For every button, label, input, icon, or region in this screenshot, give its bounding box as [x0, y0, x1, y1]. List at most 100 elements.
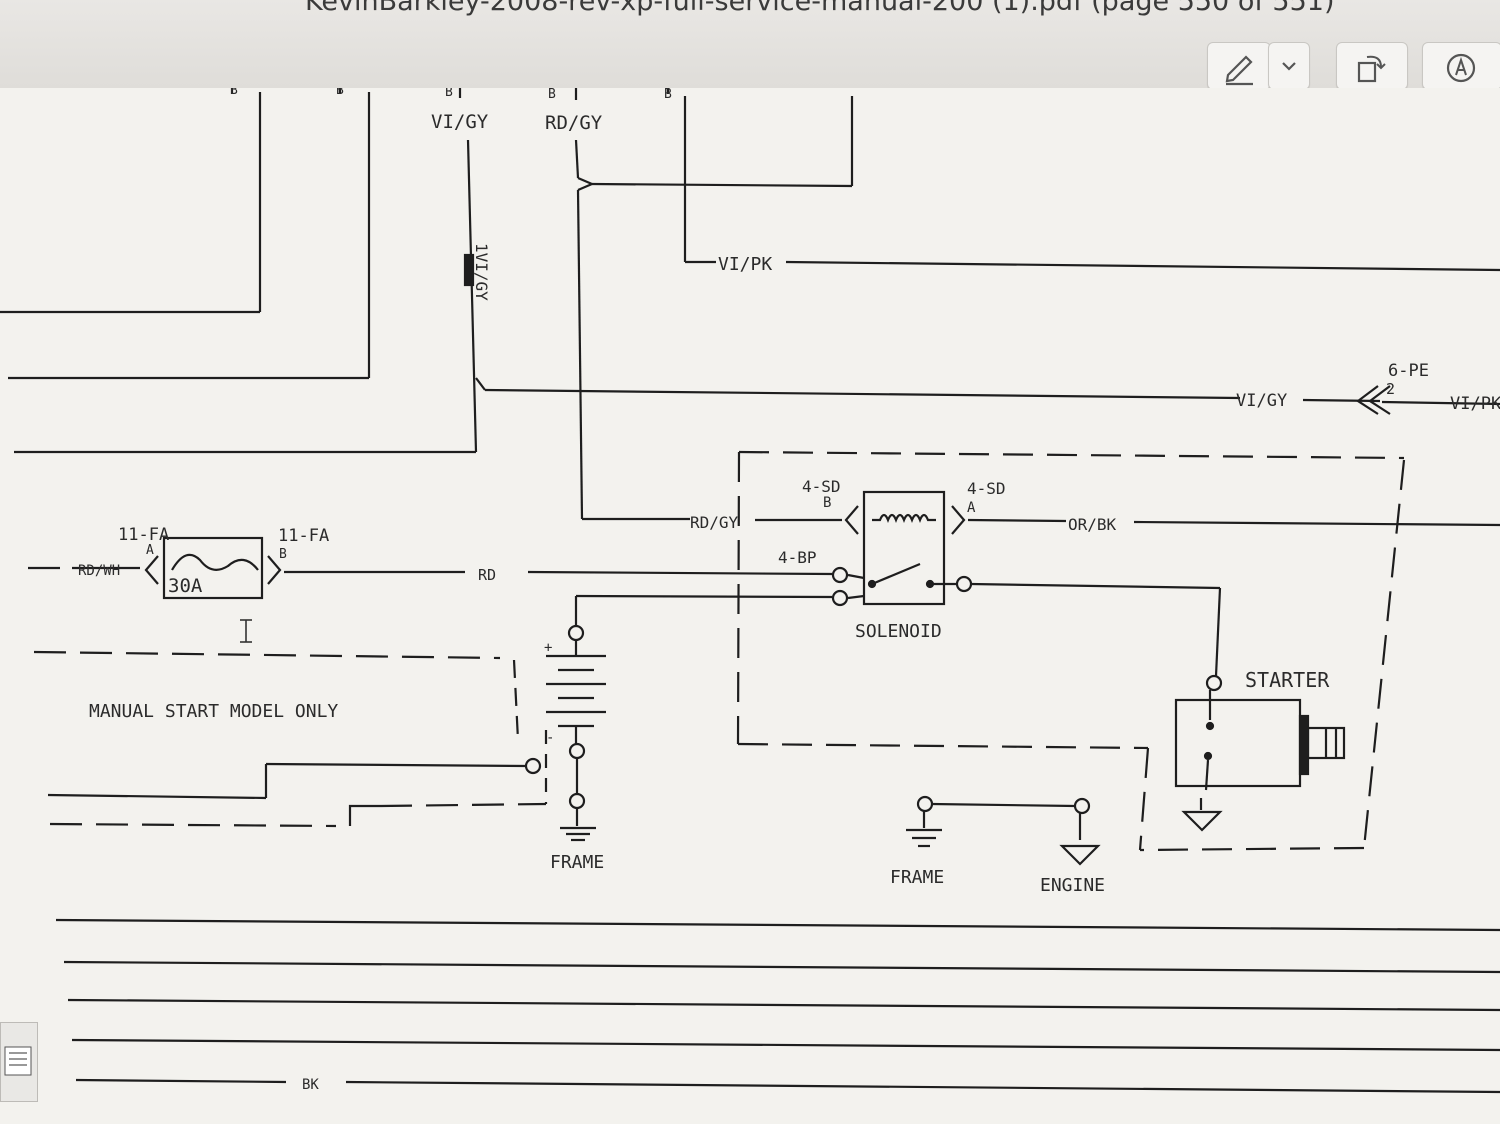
terminal — [568, 792, 586, 810]
page-rule — [67, 998, 1500, 1012]
starter-flange — [1298, 714, 1310, 776]
dashed-boundary — [1139, 846, 1365, 852]
wire-rd-gy-vertical — [574, 139, 580, 179]
connector-pin-label: B — [279, 547, 287, 562]
top-pin-label: B — [445, 88, 453, 100]
starter-body — [1174, 698, 1302, 788]
terminal — [567, 624, 585, 642]
solenoid-switch — [871, 562, 921, 586]
wire-label-or-bk: OR/BK — [1068, 515, 1117, 534]
wire-line — [265, 762, 527, 768]
wire-line — [1381, 400, 1500, 406]
thumbnail-icon — [4, 1046, 32, 1076]
terminal — [831, 566, 849, 584]
wire-label-vi-pk-right: VI/PK — [1450, 394, 1500, 414]
wire-line — [847, 594, 865, 600]
connector-label-4-sd: 4-SD — [802, 477, 841, 496]
wire-label-rd: RD — [478, 566, 496, 584]
wire-label-vi-gy-vertical: 1VI/GY — [472, 243, 491, 301]
dashed-boundary — [379, 802, 547, 808]
engine-ground-symbol — [1059, 844, 1101, 866]
connector-arrow — [1356, 385, 1379, 415]
wire-bk — [345, 1080, 1500, 1094]
wire-line — [847, 573, 865, 580]
wire-line — [475, 377, 486, 391]
wire-line — [576, 189, 584, 520]
window-titlebar: KevinBarkley-2008-rev-xp-full-service-ma… — [0, 0, 1500, 96]
wire-line — [591, 182, 853, 188]
dashed-boundary — [737, 742, 1149, 750]
wire-line — [575, 594, 833, 599]
ground-strap — [931, 802, 1076, 808]
manual-start-note: MANUAL START MODEL ONLY — [89, 701, 338, 722]
dashed-boundary — [512, 659, 520, 741]
top-pin-label: B — [336, 88, 344, 98]
wire-vi-gy-horizontal — [484, 388, 1241, 400]
terminal — [916, 795, 934, 813]
solenoid-coil — [872, 513, 936, 523]
connector-label-11-fa: 11-FA — [278, 526, 329, 546]
terminal — [524, 757, 542, 775]
markup-button[interactable] — [1422, 42, 1500, 90]
wire-line — [577, 176, 593, 186]
dashed-boundary — [33, 650, 501, 660]
pen-icon — [1225, 55, 1253, 86]
chevron-down-icon — [1282, 62, 1296, 71]
dashed-boundary — [736, 451, 741, 745]
connector-arrow — [267, 555, 282, 585]
wire-line — [970, 582, 1221, 590]
frame-label: FRAME — [550, 852, 604, 873]
connector-arrow — [951, 505, 966, 535]
starter-label: STARTER — [1245, 668, 1330, 692]
connector-label-4-sd: 4-SD — [967, 479, 1006, 498]
wiring-diagram: B B B B B VI/GY RD/GY VI/PK 1VI/GY VI/GY… — [0, 88, 1500, 1094]
dashed-boundary — [49, 822, 337, 828]
top-pin-label: B — [548, 88, 556, 102]
dashed-boundary — [1362, 459, 1406, 849]
wire-line — [348, 804, 380, 826]
wire-label-vi-pk: VI/PK — [718, 254, 772, 275]
connector-label-6-pe: 6-PE — [1388, 361, 1429, 381]
engine-label: ENGINE — [1040, 875, 1105, 896]
wire-line — [527, 570, 833, 576]
markup-icon — [1446, 53, 1476, 83]
terminal — [1073, 797, 1091, 815]
solenoid-box — [862, 490, 946, 606]
page-thumbnail[interactable] — [0, 1022, 38, 1102]
window-title: KevinBarkley-2008-rev-xp-full-service-ma… — [305, 0, 1335, 17]
connector-pin-label: A — [967, 500, 976, 516]
wire-bk — [75, 1078, 287, 1084]
connector-label-11-fa: 11-FA — [118, 525, 169, 545]
battery-plus-label: + — [544, 640, 552, 656]
wire-label-vi-gy: VI/GY — [431, 111, 489, 133]
terminal — [955, 575, 973, 593]
battery-minus-label: - — [546, 730, 554, 746]
connector-arrow — [844, 505, 859, 535]
fuse-element — [171, 553, 259, 571]
rotate-icon — [1357, 55, 1386, 83]
top-pin-label: B — [230, 88, 238, 98]
wire-label-rd-gy-mid: RD/GY — [690, 513, 739, 532]
fuse-rating-label: 30A — [168, 575, 203, 597]
dashed-boundary — [738, 450, 1405, 460]
connector-pin-label: A — [146, 543, 154, 558]
pen-button[interactable] — [1207, 42, 1271, 90]
solenoid-label: SOLENOID — [855, 621, 942, 642]
wire-line — [1214, 587, 1222, 677]
wire-line — [1302, 398, 1381, 403]
page-rule — [71, 1038, 1500, 1052]
wire-line — [1204, 759, 1210, 791]
wire-label-rd-wh: RD/WH — [78, 563, 120, 579]
wire-vi-gy-vertical — [466, 139, 478, 453]
connector-pin-label: 2 — [1386, 380, 1395, 398]
pen-options-button[interactable] — [1268, 42, 1310, 90]
connector-arrow — [1368, 385, 1391, 415]
wire-line — [967, 518, 1067, 523]
text-cursor-icon — [240, 619, 252, 643]
connector-label-4-bp: 4-BP — [778, 548, 817, 567]
wire-label-rd-gy: RD/GY — [545, 112, 603, 134]
terminal — [831, 589, 849, 607]
pdf-page: B B B B B VI/GY RD/GY VI/PK 1VI/GY VI/GY… — [0, 88, 1500, 1124]
dashed-boundary — [1138, 747, 1150, 851]
rotate-button[interactable] — [1336, 42, 1408, 90]
